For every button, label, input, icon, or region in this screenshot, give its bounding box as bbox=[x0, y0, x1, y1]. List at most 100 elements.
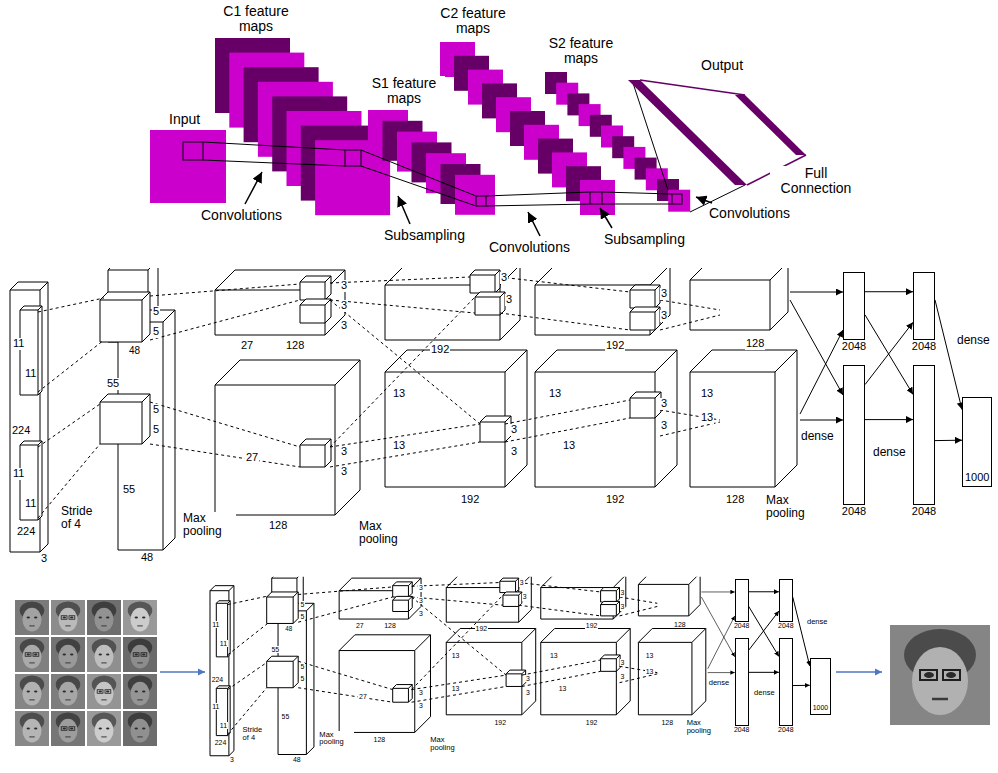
layer-caption: S1 feature maps bbox=[363, 76, 445, 105]
dimension-label: 13 bbox=[558, 685, 568, 692]
face bbox=[912, 647, 968, 715]
dimension-label: 3 bbox=[229, 756, 235, 763]
receptive-field-line bbox=[330, 297, 475, 447]
face bbox=[94, 645, 113, 669]
dense-connection bbox=[749, 591, 779, 592]
face bbox=[94, 682, 113, 706]
eye bbox=[106, 616, 109, 618]
dimension-label: 3 bbox=[660, 310, 668, 322]
dimension-label: 48 bbox=[284, 626, 293, 633]
eye bbox=[99, 616, 102, 618]
mouth bbox=[65, 736, 70, 737]
receptive-field-line bbox=[298, 661, 393, 689]
dense-connection bbox=[865, 291, 913, 292]
dimension-label: 13 bbox=[645, 652, 655, 659]
mouth bbox=[137, 662, 142, 663]
dimension-label: 192 bbox=[605, 494, 625, 506]
receptive-field-line bbox=[228, 596, 270, 605]
s1-stack bbox=[368, 110, 495, 215]
leader-arrows bbox=[245, 172, 712, 236]
photo-ground bbox=[15, 637, 49, 672]
dimension-label: 13 bbox=[645, 668, 655, 675]
kernel-volume bbox=[601, 601, 620, 615]
dimension-label: 5 bbox=[152, 404, 160, 416]
kernel-volume bbox=[630, 392, 661, 418]
dimension-label: 5 bbox=[152, 326, 160, 338]
kernel-face bbox=[630, 392, 661, 418]
leader-arrow bbox=[696, 197, 712, 203]
feature-map bbox=[668, 190, 690, 212]
receptive-field-line bbox=[298, 597, 393, 622]
kernel-edge bbox=[100, 394, 150, 444]
dense-connection bbox=[749, 606, 779, 656]
kernel-face bbox=[300, 276, 331, 300]
kernel-face bbox=[216, 601, 230, 657]
kernel-face bbox=[601, 655, 621, 671]
dimension-label: dense bbox=[753, 689, 776, 697]
dimension-label: 3 bbox=[519, 579, 525, 586]
kernel-edge bbox=[300, 276, 331, 300]
kernel-volume bbox=[20, 441, 42, 520]
kernel-face bbox=[267, 656, 299, 688]
mouth bbox=[101, 736, 106, 737]
kernel-edge bbox=[630, 285, 660, 308]
face-photo bbox=[51, 600, 85, 635]
dimension-label: 11 bbox=[24, 368, 37, 380]
receptive-field-lines bbox=[228, 583, 658, 735]
volume-edge bbox=[215, 360, 360, 515]
leader-arrow bbox=[245, 172, 262, 204]
kernel-face bbox=[503, 592, 522, 606]
dimension-label: 55 bbox=[270, 646, 280, 653]
glasses bbox=[943, 670, 960, 680]
kernel-edge bbox=[480, 416, 511, 442]
feed-arrow bbox=[800, 420, 843, 421]
output-layer: 1000 bbox=[962, 397, 992, 487]
kernel-face bbox=[500, 578, 519, 592]
receptive-field-line bbox=[38, 298, 104, 312]
volume-edge bbox=[638, 629, 705, 715]
eye bbox=[135, 653, 138, 655]
kernel-face bbox=[630, 307, 660, 330]
kernel-edge bbox=[630, 307, 660, 330]
face-photo bbox=[87, 637, 121, 672]
glasses bbox=[920, 670, 937, 680]
layer-size: 2048 bbox=[734, 727, 749, 734]
kernel-volume bbox=[506, 670, 526, 686]
receptive-field-line bbox=[522, 660, 601, 675]
kernel-edge bbox=[630, 392, 661, 418]
kernel-edge bbox=[601, 588, 620, 602]
face-photo bbox=[15, 637, 49, 672]
dimension-label: 128 bbox=[745, 338, 765, 350]
kernel-volume bbox=[216, 601, 230, 657]
receptive-field-line bbox=[519, 583, 601, 592]
projection-line bbox=[486, 192, 590, 196]
receptive-field-line bbox=[150, 284, 300, 296]
face-photo bbox=[15, 711, 49, 746]
volume-face bbox=[535, 350, 677, 487]
receptive-field-line bbox=[660, 300, 720, 310]
eye bbox=[70, 616, 73, 618]
dimension-label: 3 bbox=[505, 294, 513, 306]
dimension-label: 11 bbox=[12, 468, 25, 480]
face bbox=[58, 608, 77, 632]
dimension-label: 3 bbox=[418, 597, 424, 604]
volume-edge bbox=[210, 586, 234, 756]
kernel-face bbox=[393, 596, 413, 611]
kernel-volume bbox=[300, 276, 331, 300]
kernel-face bbox=[480, 416, 511, 442]
face-photo bbox=[890, 625, 990, 725]
layer-caption: Full Connection bbox=[770, 166, 862, 195]
feed-arrow bbox=[701, 591, 734, 592]
eye bbox=[135, 690, 138, 692]
receptive-field-line bbox=[330, 277, 470, 283]
dimension-label: 192 bbox=[460, 494, 480, 506]
dimension-label: 11 bbox=[219, 722, 228, 729]
dense-layer: 2048 bbox=[913, 365, 935, 505]
eye bbox=[70, 653, 73, 655]
dimension-label: 5 bbox=[152, 306, 160, 318]
face-photo bbox=[123, 711, 157, 746]
volume-face bbox=[638, 629, 705, 715]
kernel-face bbox=[20, 441, 42, 520]
face-photo bbox=[15, 674, 49, 709]
dense-connection bbox=[865, 419, 913, 420]
